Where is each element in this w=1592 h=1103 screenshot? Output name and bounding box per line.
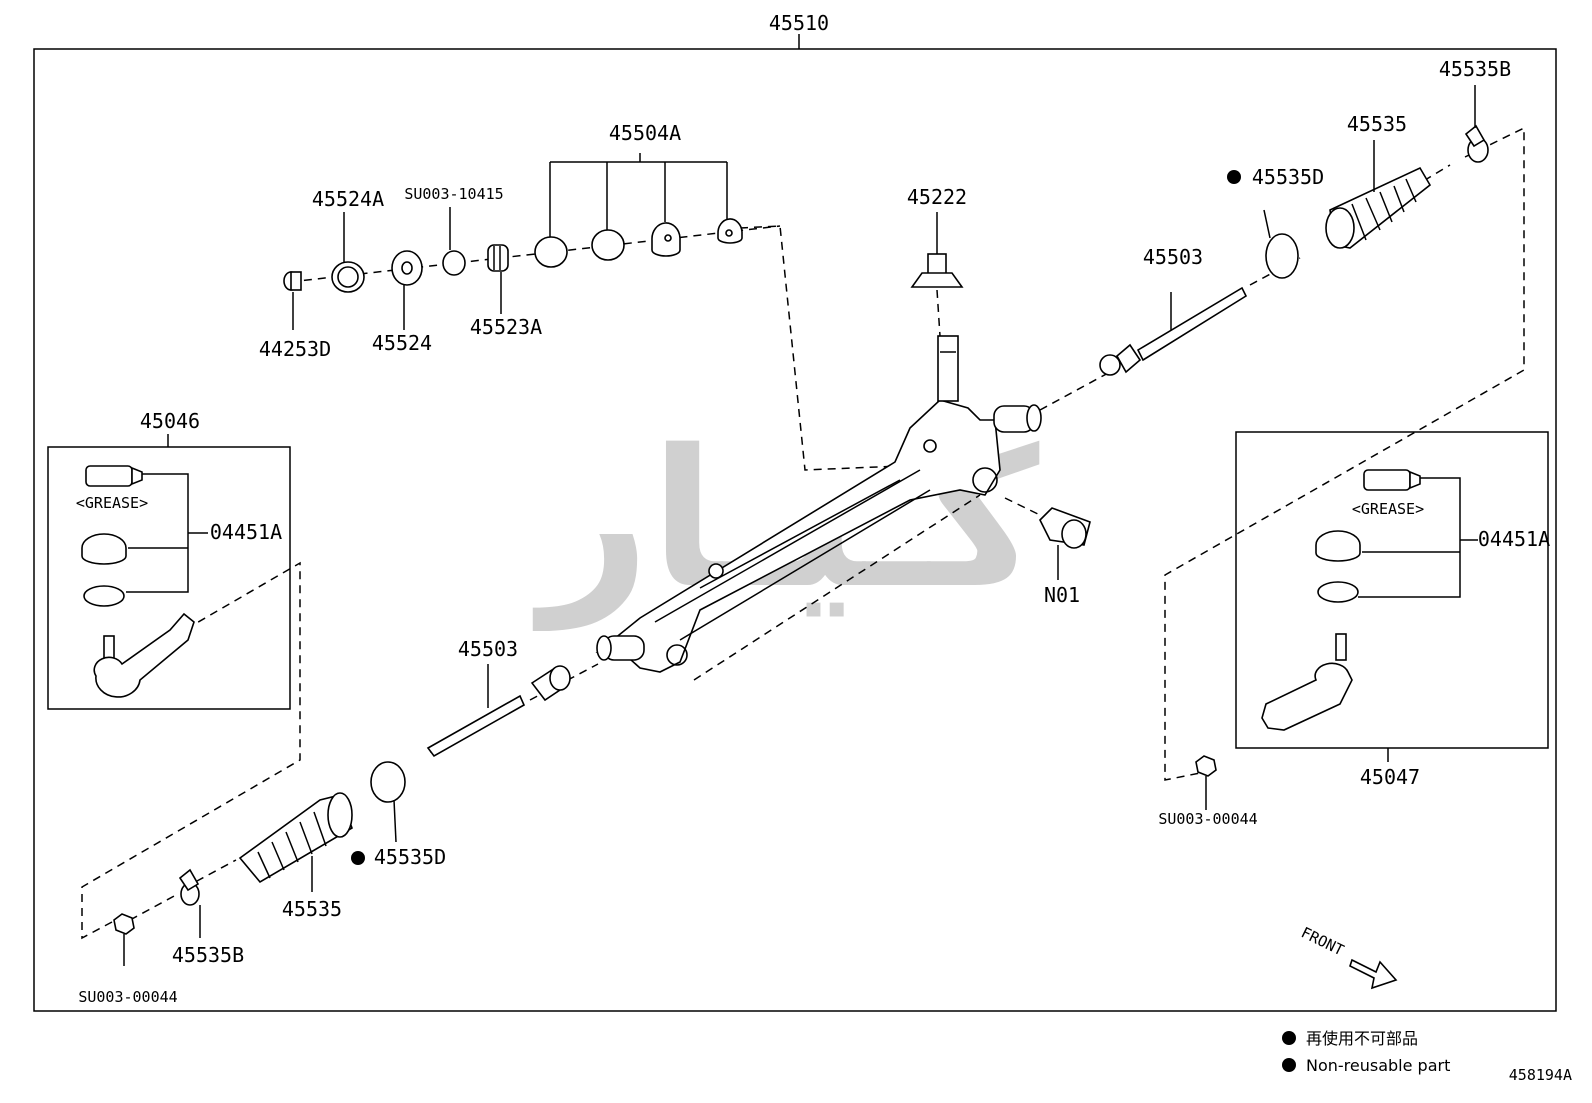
label-45046: 45046 (140, 409, 200, 433)
label-45524a: 45524A (312, 187, 384, 211)
front-label: FRONT (1298, 923, 1346, 959)
tie-rod-45503-left (426, 665, 571, 758)
label-su00310415: SU003-10415 (404, 185, 503, 203)
ring-45524a (331, 261, 365, 293)
non-reusable-marker-left (351, 851, 365, 865)
label-su00300044-left: SU003-00044 (78, 988, 177, 1006)
label-04451a-right: 04451A (1478, 527, 1550, 551)
clip-45535b-right (1464, 124, 1489, 163)
boot-45535-right (1325, 166, 1432, 249)
inset-45047-frame (1235, 431, 1549, 749)
label-45047: 45047 (1360, 765, 1420, 789)
label-su00300044-right: SU003-00044 (1158, 810, 1257, 828)
dust-cover-right (1315, 530, 1361, 562)
drawing-number: 458194A (1509, 1066, 1572, 1084)
ring-45504a-1 (534, 236, 568, 268)
tie-rod-45503-right (1099, 286, 1248, 376)
label-45222: 45222 (907, 185, 967, 209)
grease-tube-right (1363, 469, 1421, 491)
inset-45046-frame (47, 446, 291, 710)
bush-n01 (1039, 507, 1091, 549)
assembly-label: 45510 (769, 11, 829, 35)
tie-rod-end-45047 (1261, 633, 1353, 731)
clamp-45535d-right (1265, 233, 1299, 279)
legend-dot-en (1282, 1058, 1296, 1072)
snap-ring-su00310415 (442, 250, 466, 276)
bush-45504a-4 (717, 218, 743, 244)
grease-label-left: <GREASE> (76, 494, 148, 512)
cap-45222 (910, 253, 964, 288)
grease-label-right: <GREASE> (1352, 500, 1424, 518)
ring-45504a-2 (591, 229, 625, 261)
dust-cover-left (81, 533, 127, 565)
legend-dot-jp (1282, 1031, 1296, 1045)
legend-non-reusable-en: Non-reusable part (1306, 1056, 1450, 1075)
label-45535b-right: 45535B (1439, 57, 1511, 81)
label-45503-right: 45503 (1143, 245, 1203, 269)
rack-housing (595, 335, 1042, 673)
legend-non-reusable-jp: 再使用不可部品 (1306, 1029, 1418, 1048)
label-45535d-right: 45535D (1252, 165, 1324, 189)
front-arrow-icon (1349, 958, 1398, 990)
label-45504a: 45504A (609, 121, 681, 145)
tie-rod-end-45046 (93, 612, 195, 698)
clamp-45535d-left (370, 761, 406, 803)
label-45535d-left: 45535D (374, 845, 446, 869)
label-45535-left: 45535 (282, 897, 342, 921)
label-45524: 45524 (372, 331, 432, 355)
label-45523a: 45523A (470, 315, 542, 339)
grease-tube-left (85, 465, 143, 487)
non-reusable-marker-right (1227, 170, 1241, 184)
bush-45523a (487, 244, 509, 272)
clip-45535b-left (178, 868, 200, 906)
assembly-frame (33, 48, 1557, 1012)
nut-su00300044-left (113, 913, 135, 935)
label-44253d: 44253D (259, 337, 331, 361)
plug-44253d (283, 271, 302, 291)
bush-45524 (391, 250, 423, 286)
label-45535-right: 45535 (1347, 112, 1407, 136)
boot-45535-left (238, 792, 353, 884)
ring-right (1317, 581, 1359, 603)
nut-su00300044-right (1195, 755, 1217, 777)
label-45503-left: 45503 (458, 637, 518, 661)
ring-left (83, 585, 125, 607)
label-04451a-left: 04451A (210, 520, 282, 544)
label-45535b-left: 45535B (172, 943, 244, 967)
bush-45504a-3 (651, 222, 681, 257)
label-n01: N01 (1044, 583, 1080, 607)
